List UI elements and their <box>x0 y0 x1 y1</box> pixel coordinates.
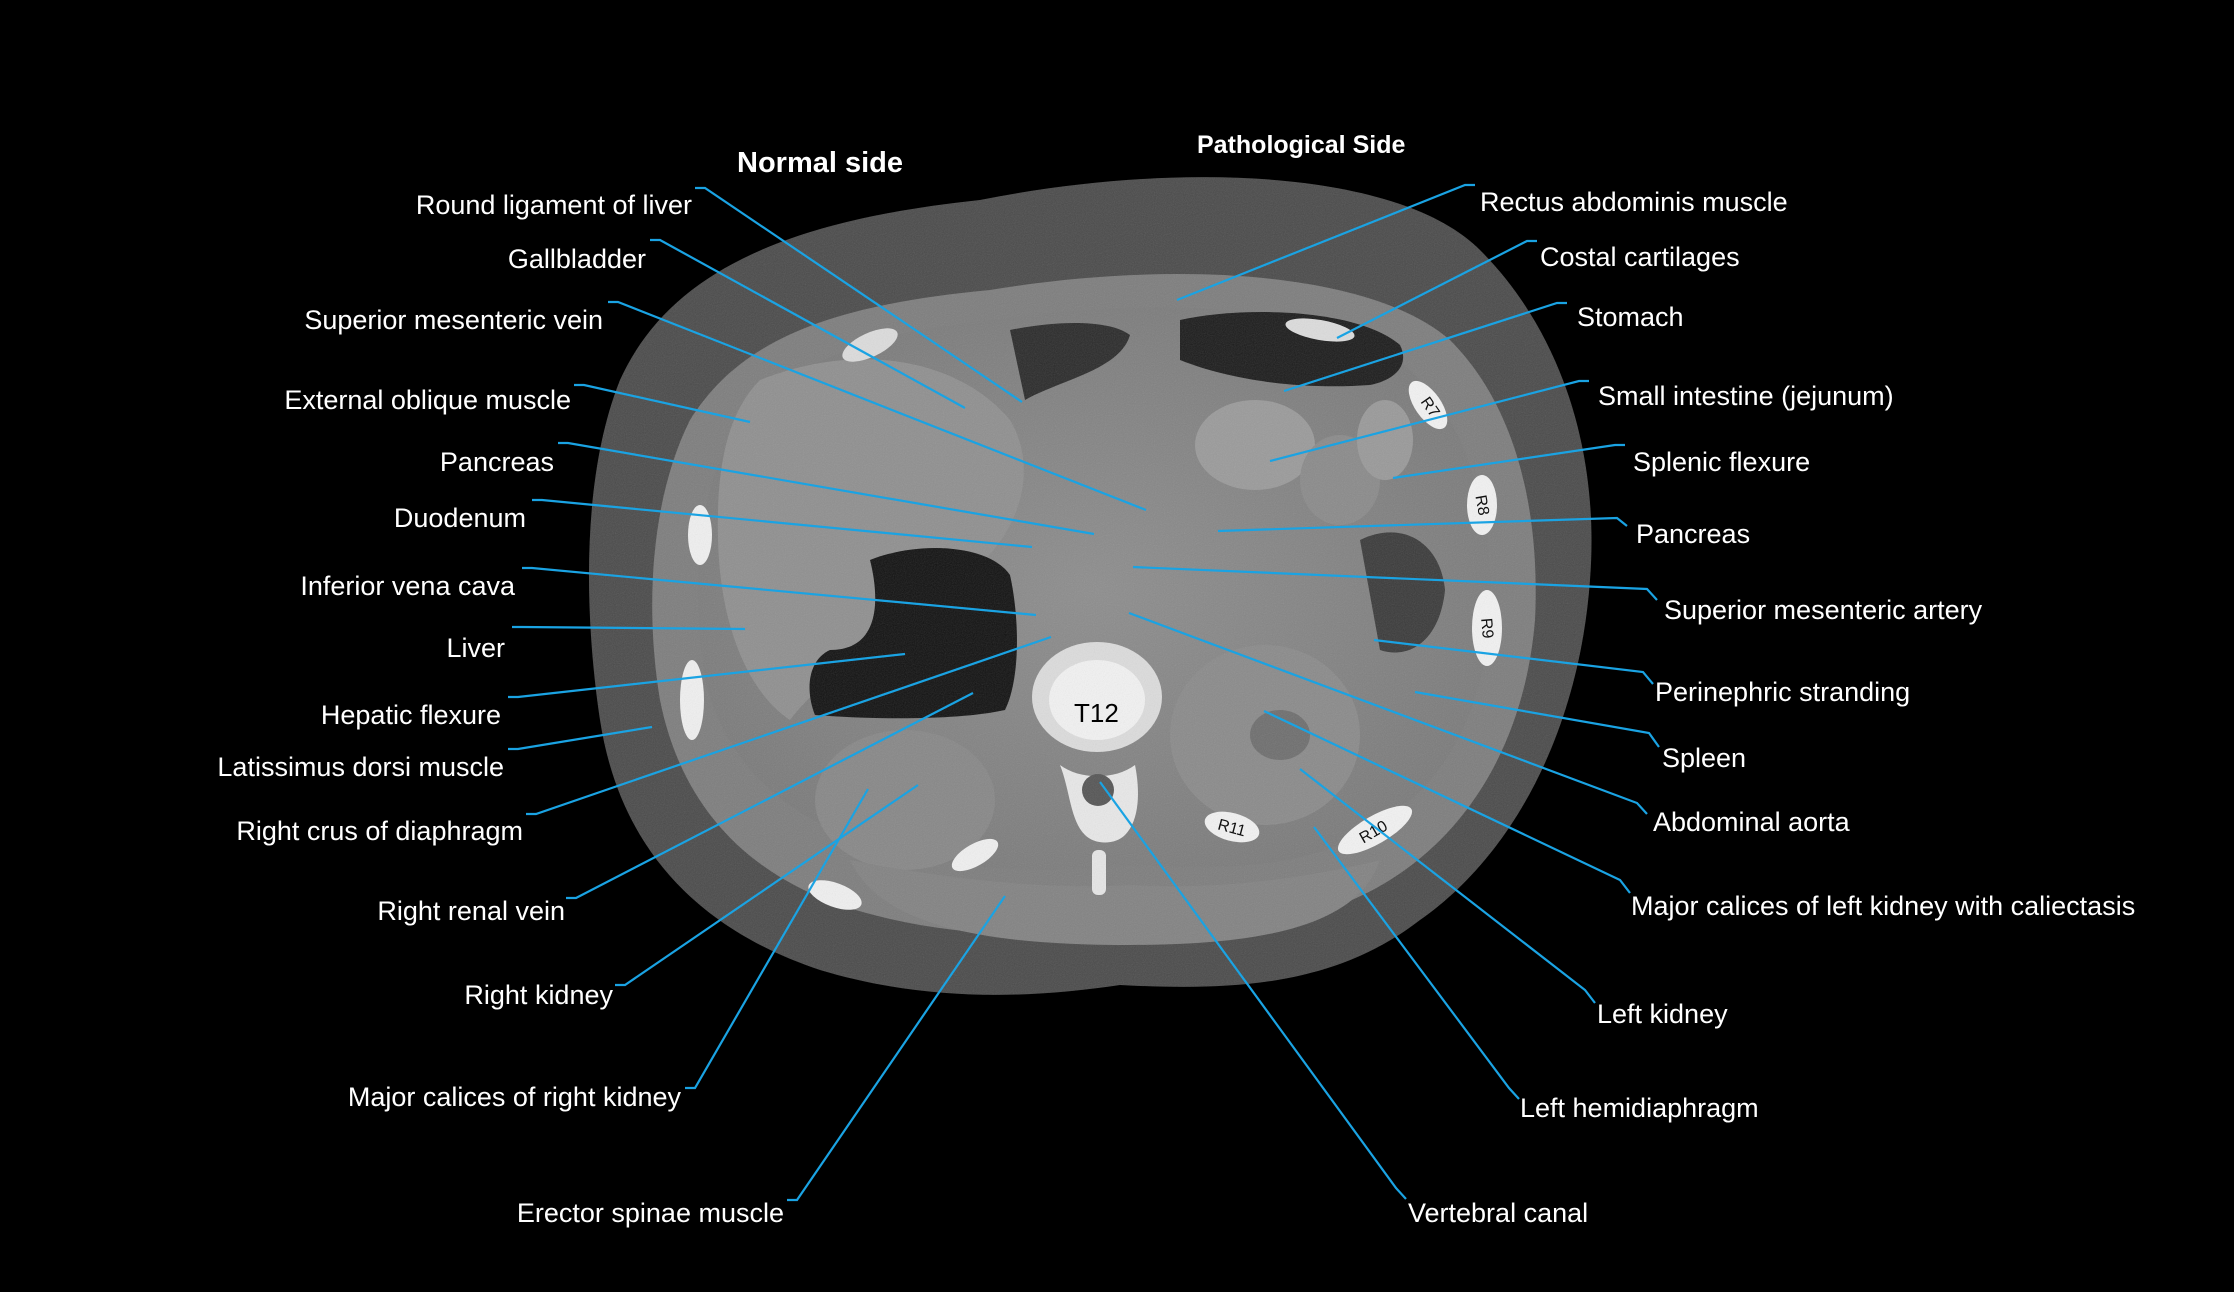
label-external-oblique-muscle: External oblique muscle <box>284 385 571 415</box>
leader-erector-spinae <box>787 895 1006 1202</box>
label-left-hemidiaphragm: Left hemidiaphragm <box>1520 1093 1759 1123</box>
leader-pancreas-left <box>558 441 1095 536</box>
ct-image: R7 R8 R9 R10 R11 T12 <box>588 177 1592 995</box>
label-costal-cartilages: Costal cartilages <box>1540 242 1740 272</box>
label-superior-mesenteric-vein: Superior mesenteric vein <box>304 305 603 335</box>
ct-noise <box>588 177 1592 995</box>
pathological-side-header: Pathological Side <box>1197 131 1405 159</box>
left-labels: Round ligament of liver Gallbladder Supe… <box>217 190 784 1228</box>
label-left-kidney: Left kidney <box>1597 999 1728 1029</box>
leader-pancreas-right <box>1217 516 1628 533</box>
leader-major-calices-left <box>1263 710 1631 894</box>
right-labels: Rectus abdominis muscle Costal cartilage… <box>1408 187 2135 1228</box>
leader-left-kidney <box>1299 768 1596 1004</box>
label-small-intestine-jejunum: Small intestine (jejunum) <box>1598 381 1894 411</box>
rib-label-r11: R11 <box>1216 817 1248 841</box>
leader-gallbladder <box>650 238 966 409</box>
leader-superior-mesenteric-artery <box>1132 565 1658 601</box>
normal-side-header: Normal side <box>737 147 903 179</box>
label-pancreas-left: Pancreas <box>440 447 554 477</box>
leader-liver <box>512 625 746 631</box>
leader-left-hemidiaphragm <box>1313 826 1520 1100</box>
label-inferior-vena-cava: Inferior vena cava <box>300 571 516 601</box>
label-gallbladder: Gallbladder <box>508 244 646 274</box>
label-hepatic-flexure: Hepatic flexure <box>321 700 501 730</box>
leader-perinephric-stranding <box>1373 638 1654 685</box>
label-superior-mesenteric-artery: Superior mesenteric artery <box>1664 595 1983 625</box>
rib-label-r8: R8 <box>1471 494 1491 517</box>
label-liver: Liver <box>446 633 505 663</box>
leader-right-crus <box>526 635 1052 816</box>
leader-splenic-flexure <box>1392 443 1625 480</box>
label-latissimus-dorsi-muscle: Latissimus dorsi muscle <box>217 752 504 782</box>
leader-duodenum <box>532 498 1033 549</box>
leader-rectus-abdominis <box>1176 183 1475 302</box>
label-major-calices-of-right-kidney: Major calices of right kidney <box>348 1082 682 1112</box>
leader-abdominal-aorta <box>1128 611 1648 815</box>
leader-vertebral-canal <box>1099 781 1407 1200</box>
label-perinephric-stranding: Perinephric stranding <box>1655 677 1910 707</box>
label-rectus-abdominis-muscle: Rectus abdominis muscle <box>1480 187 1788 217</box>
label-pancreas-right: Pancreas <box>1636 519 1750 549</box>
leader-latissimus-dorsi <box>508 725 653 751</box>
label-vertebral-canal: Vertebral canal <box>1408 1198 1588 1228</box>
label-round-ligament-of-liver: Round ligament of liver <box>416 190 692 220</box>
label-abdominal-aorta: Abdominal aorta <box>1653 807 1851 837</box>
label-stomach: Stomach <box>1577 302 1684 332</box>
leader-external-oblique <box>574 383 751 424</box>
leader-stomach <box>1283 301 1567 393</box>
leader-right-renal-vein <box>566 692 974 900</box>
label-right-renal-vein: Right renal vein <box>377 896 565 926</box>
leader-spleen <box>1414 690 1660 748</box>
label-spleen: Spleen <box>1662 743 1746 773</box>
leader-major-calices-right <box>685 788 869 1090</box>
leader-lines <box>508 183 1660 1202</box>
leader-costal-cartilages <box>1336 239 1537 339</box>
leader-superior-mesenteric-vein <box>608 300 1147 512</box>
label-right-crus-of-diaphragm: Right crus of diaphragm <box>236 816 523 846</box>
rib-label-r9: R9 <box>1477 617 1496 639</box>
leader-small-intestine <box>1269 379 1589 463</box>
label-splenic-flexure: Splenic flexure <box>1633 447 1810 477</box>
label-right-kidney: Right kidney <box>464 980 613 1010</box>
leader-right-kidney <box>615 784 919 987</box>
label-duodenum: Duodenum <box>394 503 526 533</box>
label-major-calices-of-left-kidney: Major calices of left kidney with caliec… <box>1631 891 2135 921</box>
leader-round-ligament <box>695 186 1023 403</box>
label-erector-spinae-muscle: Erector spinae muscle <box>517 1198 784 1228</box>
leader-inferior-vena-cava <box>522 566 1037 617</box>
vertebra-label: T12 <box>1074 698 1119 728</box>
leader-hepatic-flexure <box>508 652 906 699</box>
